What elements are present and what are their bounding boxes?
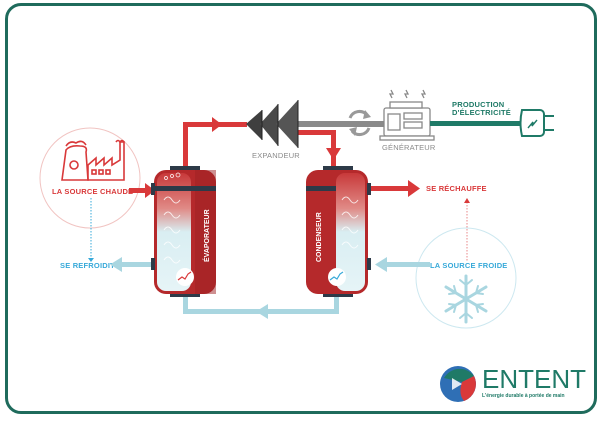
vapor-pipe [183, 117, 247, 172]
snowflake-icon [444, 274, 488, 324]
factory-nuclear-plant-icon [61, 139, 125, 181]
hot-input-arrow [129, 183, 155, 198]
cools-label: SE REFROIDIT [60, 261, 115, 270]
cools-arrowhead [88, 258, 94, 262]
generator-label: GÉNÉRATEUR [382, 143, 436, 152]
heats-label: SE RÉCHAUFFE [426, 184, 487, 193]
hot-source-label: LA SOURCE CHAUDE [52, 187, 133, 196]
exhaust-pipe [297, 130, 341, 168]
hot-source: LA SOURCE CHAUDE SE REFROIDIT [39, 127, 141, 270]
shaft [297, 121, 385, 127]
gauge-icon [328, 268, 346, 286]
logo-mark-icon [440, 366, 476, 402]
logo-wordmark: ENTENT [482, 364, 586, 394]
cold-source-circle [415, 227, 517, 329]
electric-line [430, 121, 522, 126]
cold-source-label: LA SOURCE FROIDE [430, 261, 508, 270]
evaporator-label: ÉVAPORATEUR [202, 209, 211, 262]
heats-arrowhead [464, 198, 470, 203]
generator-icon [379, 89, 435, 141]
rotation-arrows-icon [348, 110, 371, 136]
heats-output-arrow [371, 180, 420, 197]
hot-source-circle [39, 127, 141, 229]
return-pipe [183, 297, 339, 319]
evaporator: ÉVAPORATEUR [151, 166, 216, 297]
entent-logo: ENTENT L'énergie durable à portée de mai… [438, 362, 586, 408]
diagram-frame [5, 3, 597, 414]
turbine-icon [246, 100, 299, 148]
cools-output-arrow [110, 257, 154, 272]
production-label-line1: PRODUCTION [452, 100, 504, 109]
condenser-label: CONDENSEUR [316, 212, 323, 262]
condenser: CONDENSEUR [306, 166, 371, 297]
logo-tagline: L'énergie durable à portée de main [482, 393, 565, 399]
expander-label: EXPANDEUR [252, 151, 300, 160]
cold-source: LA SOURCE FROIDE [375, 227, 517, 329]
gauge-icon [176, 268, 194, 286]
electric-plug-icon [519, 109, 554, 137]
production-label-line2: D'ÉLECTRICITÉ [452, 108, 511, 117]
